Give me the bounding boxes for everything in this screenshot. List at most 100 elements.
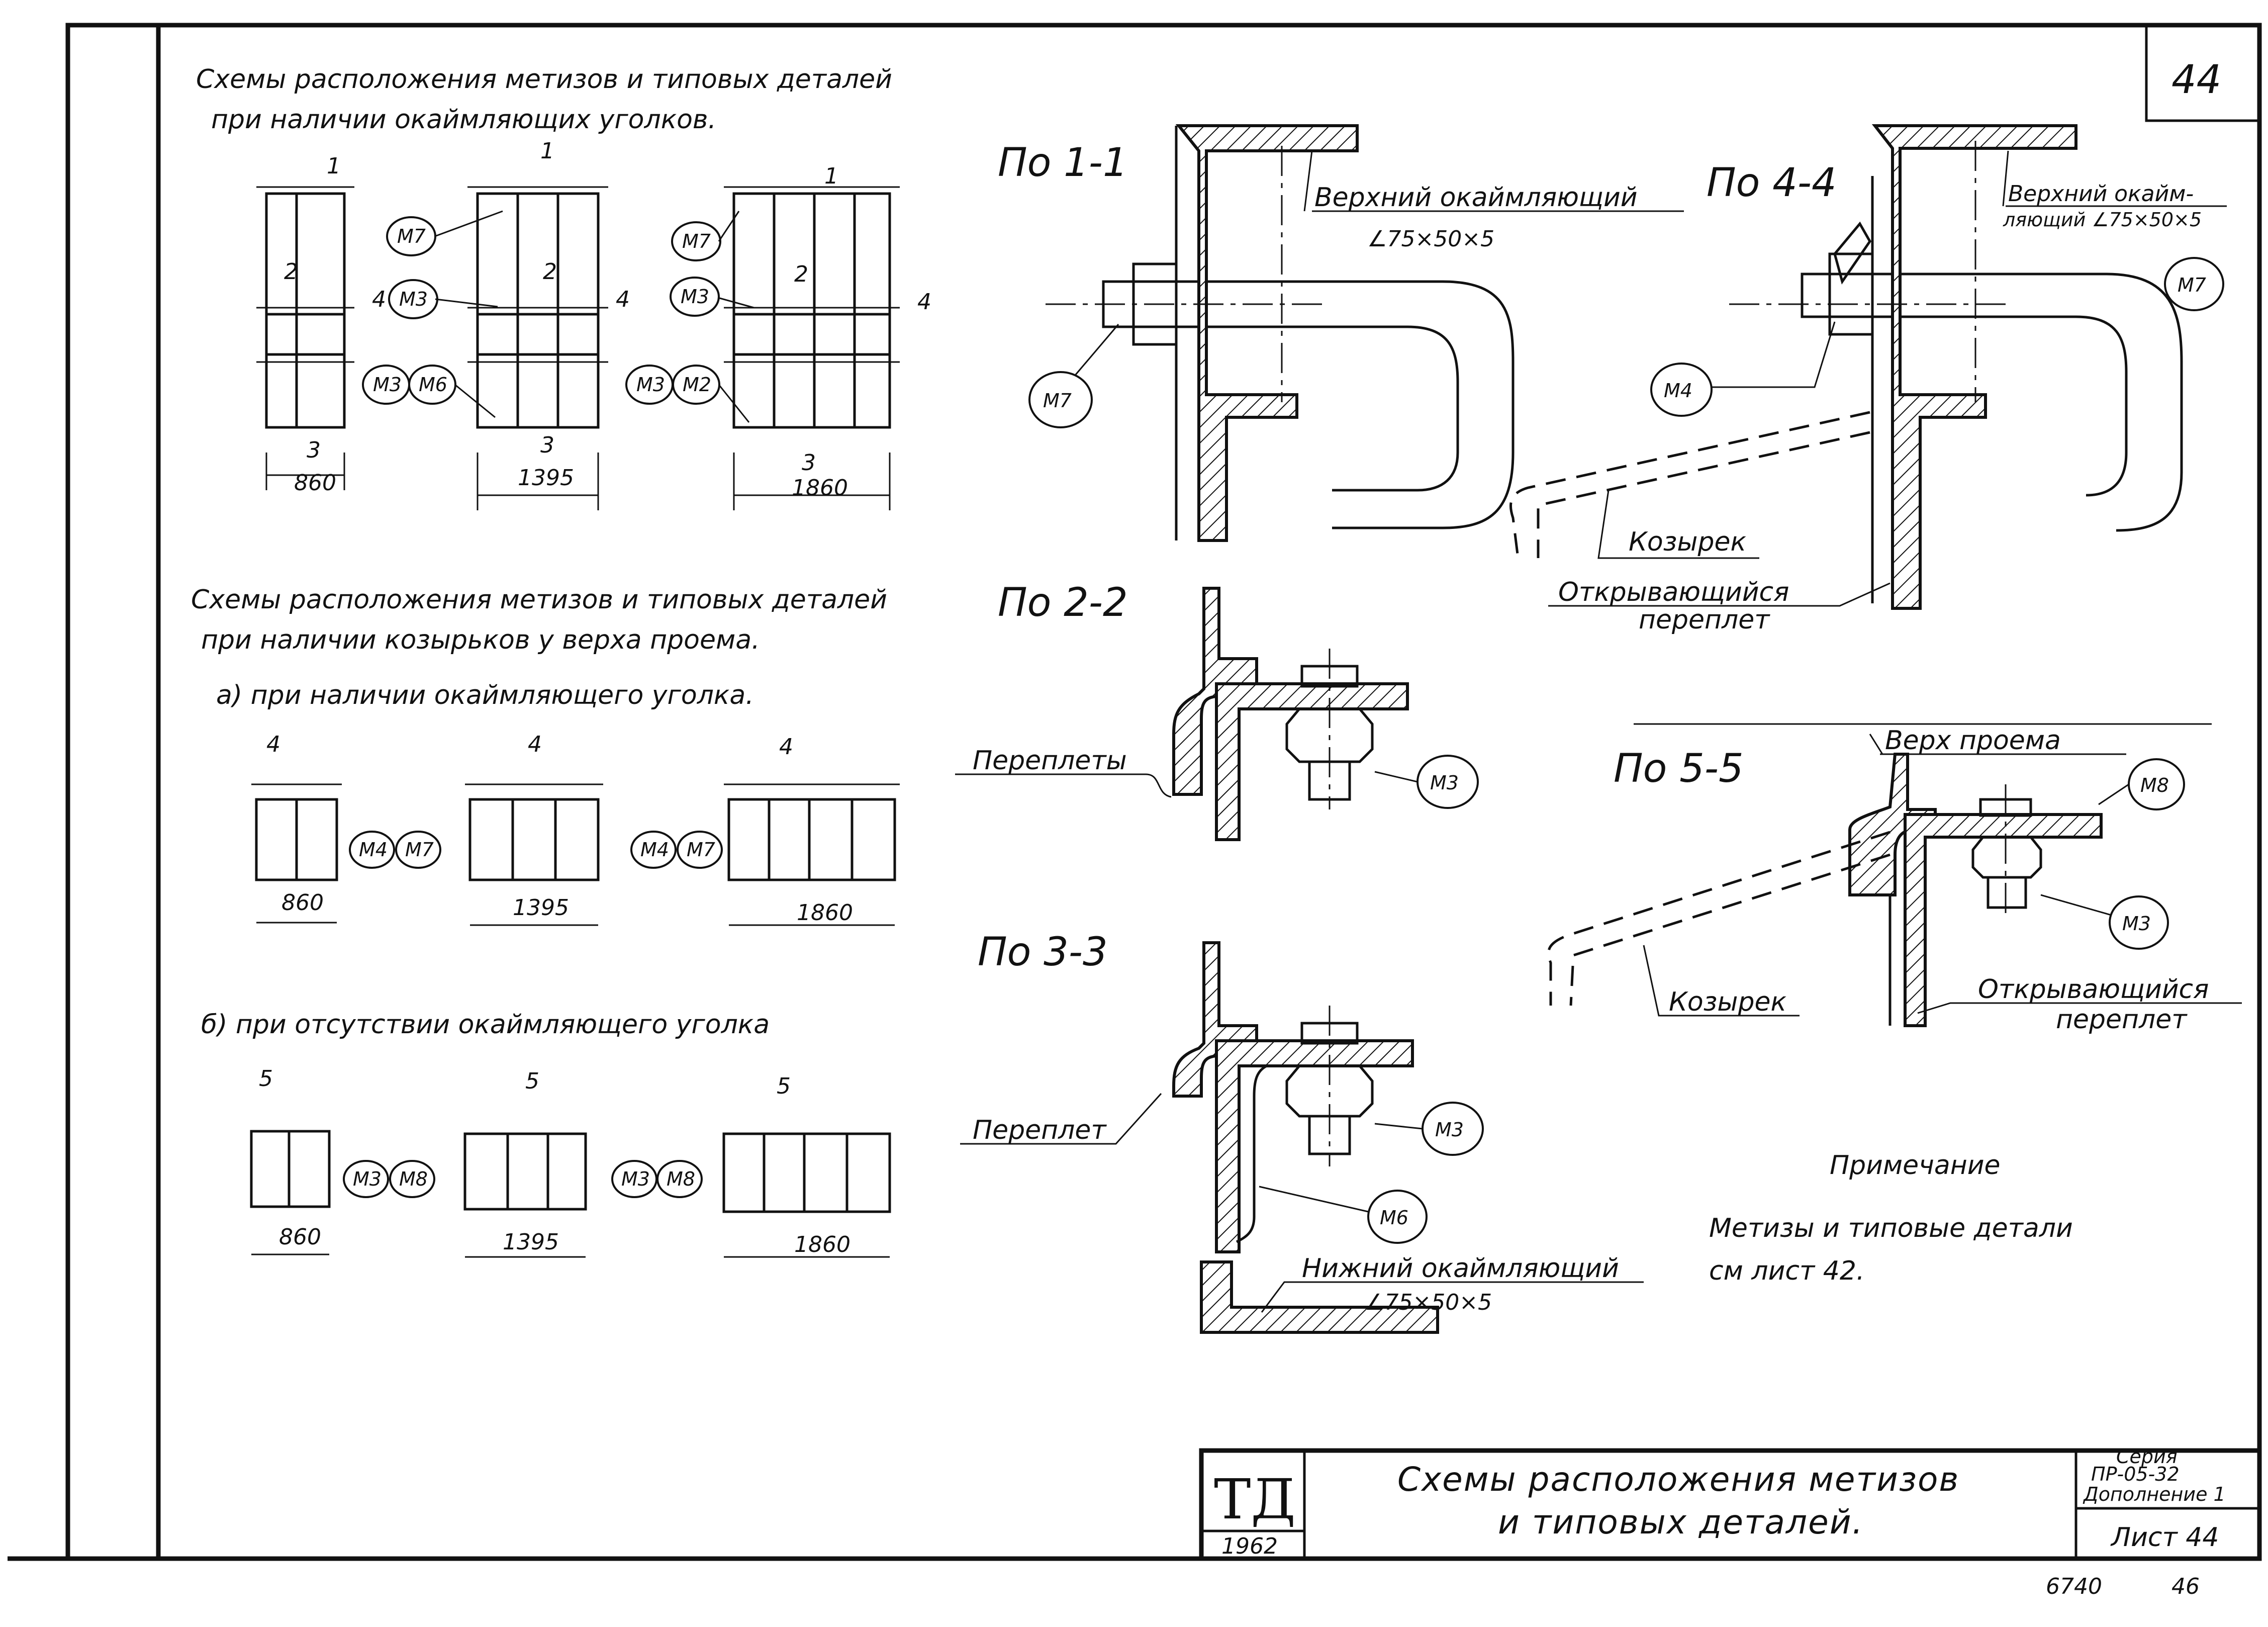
section-5-5: По 5-5 Верх проема М8 М3 Козырек Открыва… [1547,723,2242,1035]
label-2-2: По 2-2 [998,580,1128,625]
section-3-3: По 3-3 Переплет М3 М6 Нижний окаймляющий… [960,930,1644,1334]
dim-1860-a: 1860 [797,900,853,926]
top-5-5: Верх проема [1885,726,2061,756]
sash-4-4-a: Открывающийся [1558,577,1789,607]
stamp-title-2: и типовых деталей. [1498,1503,1864,1542]
dim-1395-a: 1395 [513,895,569,921]
stamp-series-1: Серия [2116,1445,2178,1468]
tag-3-3-b: М6 [1380,1207,1408,1229]
mark-1a: 1 [327,153,341,179]
stamp-title-1: Схемы расположения метизов [1397,1460,1959,1499]
tag-m6-a: М6 [419,374,447,396]
dim-1860-b: 1860 [794,1232,850,1257]
dim-860-a: 860 [281,890,324,916]
mark-4-a1: 4 [266,732,280,757]
tag-1-1: М7 [1043,390,1072,412]
tag-5-5-top: М8 [2140,774,2169,796]
tag-m4-b: М4 [640,839,669,861]
tag-m7-c: М7 [405,839,434,861]
visor-b-frames [250,1130,891,1258]
stamp-year: 1962 [1221,1533,1278,1559]
tag-m2-a: М2 [683,374,711,396]
sash-4-4-b: переплет [1639,605,1770,635]
label-3-3: По 3-3 [978,930,1108,975]
tag-m8-b: М8 [667,1168,695,1190]
stamp-sheet: Лист 44 [2110,1522,2219,1553]
frames-2-2: Переплеты [973,746,1127,776]
visor-4-4: Козырек [1629,527,1746,557]
dim-860-b: 860 [279,1224,321,1250]
scheme-top-left: Схемы расположения метизов и типовых дет… [196,64,931,510]
tag-m4-a: М4 [359,839,388,861]
scheme-visor: Схемы расположения метизов и типовых дет… [191,585,900,1258]
callout-3-3-a: Нижний окаймляющий [1302,1253,1619,1284]
visor-5-5: Козырек [1669,987,1786,1017]
mark-5-b3: 5 [777,1073,791,1099]
sash-5-5-a: Открывающийся [1978,974,2209,1005]
sheet-number: 44 [2171,57,2221,103]
stamp-mark: ТД [1214,1467,1296,1531]
mark-4a: 4 [372,287,386,312]
dim-860-top: 860 [294,470,336,496]
mid-title-1: Схемы расположения метизов и типовых дет… [191,585,887,615]
mark-4c: 4 [917,289,931,315]
mark-4b: 4 [616,287,630,312]
tag-m3-b: М3 [373,374,402,396]
callout-1-1-a: Верхний окаймляющий [1314,183,1638,213]
callout-1-1-b: ∠75×50×5 [1367,226,1494,252]
tag-4-4-left: М4 [1664,380,1692,402]
window-scheme-1395 [467,186,608,510]
callout-3-3-b: ∠75×50×5 [1365,1290,1492,1315]
note-line-1: Метизы и типовые детали [1709,1213,2073,1243]
note-line-2: см лист 42. [1709,1256,1865,1286]
stamp-series-2: ПР-05-32 [2091,1463,2180,1485]
sash-5-5-b: переплет [2056,1005,2188,1035]
window-scheme-860 [256,186,354,490]
mark-3c: 3 [802,450,816,476]
tag-m8-a: М8 [399,1168,428,1190]
mark-5-b1: 5 [259,1066,273,1092]
mark-1c: 1 [824,163,838,189]
title-block: ТД 1962 Схемы расположения метизов и тип… [1199,1445,2262,1599]
visor-a-frames [251,783,900,926]
mark-1b: 1 [540,138,554,164]
frame-3-3: Переплет [973,1115,1107,1145]
sheet-frame [8,23,2262,1561]
callout-4-4-a: Верхний окайм- [2008,181,2194,207]
callout-4-4-b: ляющий ∠75×50×5 [2003,209,2202,231]
note-title: Примечание [1830,1150,2001,1181]
mark-4-a2: 4 [528,732,542,757]
sub-a: а) при наличии окаймляющего уголка. [216,680,754,710]
mark-2b: 2 [543,259,557,285]
section-1-1: По 1-1 Верхний окаймляющий ∠75×50×5 М7 [998,124,1684,542]
tag-m3-c: М3 [681,286,709,308]
tag-3-3-a: М3 [1435,1119,1464,1141]
mark-3b: 3 [540,432,554,458]
window-scheme-1860 [724,186,900,510]
mark-2c: 2 [794,261,808,287]
dim-1860-top: 1860 [792,475,848,501]
note-block: Примечание Метизы и типовые детали см ли… [1709,1150,2073,1286]
section-2-2: По 2-2 Переплеты М3 [955,580,1479,841]
label-1-1: По 1-1 [998,140,1128,186]
mark-5-b2: 5 [525,1068,539,1094]
tag-4-4-top: М7 [2178,274,2206,296]
mid-title-2: при наличии козырьков у верха проема. [201,625,760,655]
label-5-5: По 5-5 [1614,746,1744,791]
stamp-series-3: Дополнение 1 [2083,1483,2226,1505]
stamp-code: 6740 [2046,1574,2102,1599]
tag-5-5-bot: М3 [2122,913,2151,935]
tag-2-2: М3 [1430,772,1459,794]
tag-m3-a: М3 [399,288,428,310]
tag-m3-e: М3 [353,1168,382,1190]
tag-m7-d: М7 [687,839,715,861]
tag-m3-d: М3 [636,374,665,396]
top-title-2: при наличии окаймляющих уголков. [211,105,716,135]
stamp-page: 46 [2171,1574,2200,1599]
tag-m7-a: М7 [397,225,426,247]
top-title-1: Схемы расположения метизов и типовых дет… [196,64,892,95]
mark-2a: 2 [284,259,298,285]
tag-m7-b: М7 [682,230,711,252]
dim-1395-b: 1395 [503,1229,559,1255]
